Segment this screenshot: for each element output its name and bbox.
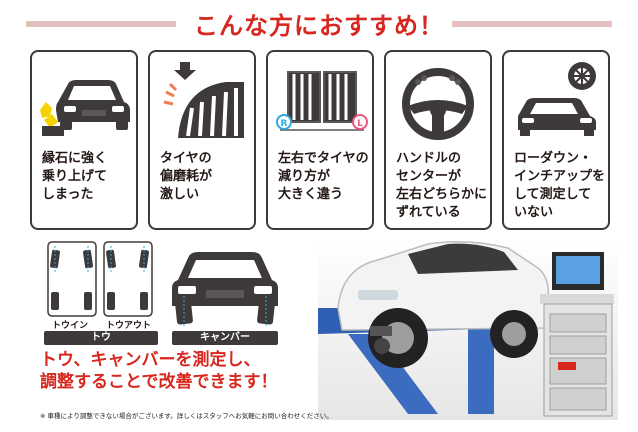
section-header: こんな方におすすめ！ (0, 6, 638, 40)
symptom-card-lowered: ローダウン・ インチアップを して測定して いない (502, 50, 610, 230)
symptom-text-steering: ハンドルの センターが 左右どちらかに ずれている (396, 151, 488, 220)
symptom-text-lowered: ローダウン・ インチアップを して測定して いない (514, 151, 606, 220)
toe-wheel-diagram (47, 241, 153, 317)
disclaimer-note: ※ 車種により調整できない場合がございます。詳しくはスタッフへお気軽にお問い合わ… (40, 412, 333, 420)
toe-diagram: トウイン トウアウト (42, 240, 162, 331)
lowered-car-wheel-icon (518, 62, 596, 136)
tread-left-label: L (357, 119, 363, 129)
symptom-text-uneven-wear: タイヤの 偏磨耗が 激しい (160, 151, 213, 202)
page-title: こんな方におすすめ！ (194, 12, 444, 40)
alignment-photo (318, 238, 618, 420)
headline-text: トウ、キャンバーを測定し、 調整することで改善できます！ (40, 350, 278, 392)
tire-tread-compare-icon: R L (276, 71, 368, 131)
toe-in-label: トウイン (52, 321, 89, 331)
symptom-card-curb: 縁石に強く 乗り上げて しまった (30, 50, 138, 230)
toe-out-label: トウアウト (106, 321, 152, 331)
camber-chip: キャンバー (172, 331, 278, 345)
toe-chip: トウ (44, 331, 158, 345)
camber-car-front-icon (172, 252, 278, 328)
symptom-card-left-right-diff: R L 左右でタイヤの 減り方が 大きく違う (266, 50, 374, 230)
header-stripe-left (26, 21, 176, 27)
symptom-card-list: 縁石に強く 乗り上げて しまった タイヤの 偏磨耗が 激しい (30, 50, 610, 230)
symptom-text-curb: 縁石に強く 乗り上げて しまった (42, 151, 108, 202)
camber-diagram: キャンバー (170, 240, 280, 345)
car-curb-impact-icon (40, 80, 130, 136)
header-stripe-right (452, 21, 612, 27)
symptom-card-uneven-wear: タイヤの 偏磨耗が 激しい (148, 50, 256, 230)
tread-right-label: R (281, 119, 288, 129)
symptom-card-steering-off-center: ハンドルの センターが 左右どちらかに ずれている (384, 50, 492, 230)
symptom-text-left-right-diff: 左右でタイヤの 減り方が 大きく違う (278, 151, 369, 202)
tire-wear-icon (163, 62, 244, 138)
steering-wheel-icon (402, 68, 474, 140)
